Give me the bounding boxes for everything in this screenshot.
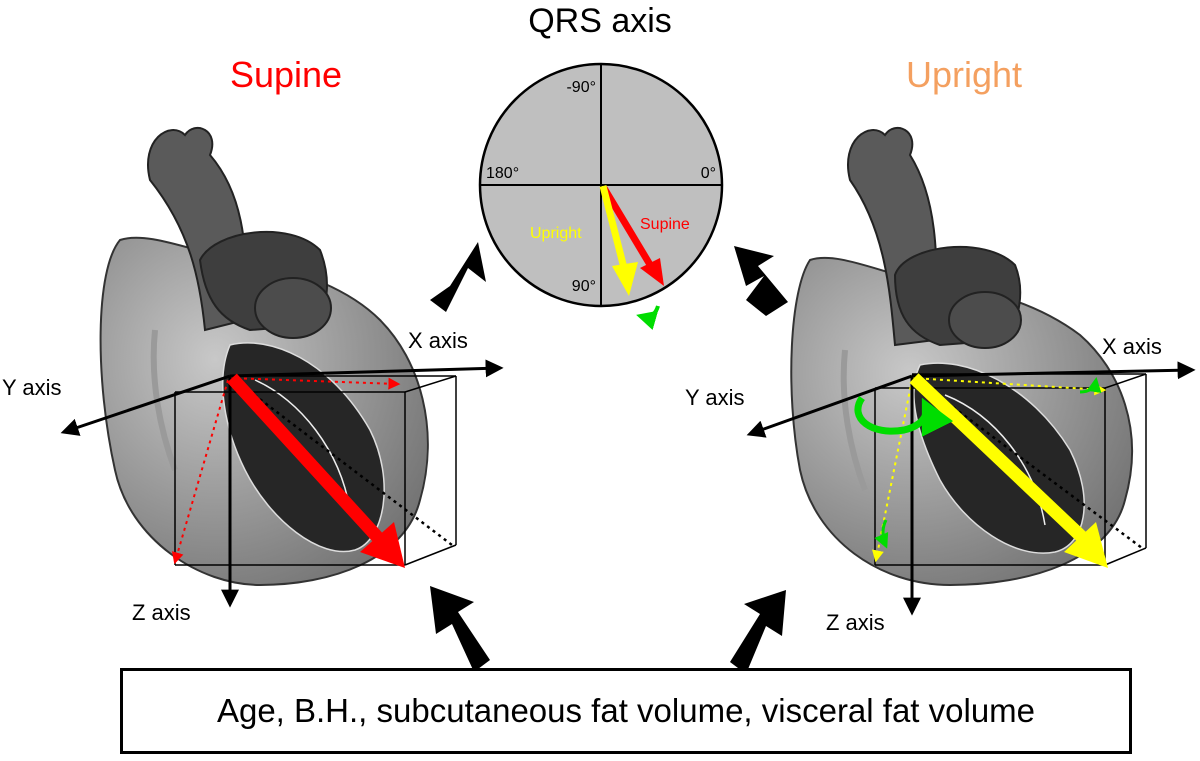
arrow-upright-to-qrs [734, 246, 788, 316]
upright-rotation-arrow-x [1079, 377, 1102, 394]
qrs-upright-label: Upright [530, 225, 582, 242]
heart-illustration-upright [790, 126, 1133, 587]
angle-label-180: 180° [486, 165, 519, 182]
upright-x-axis-line [911, 361, 1196, 380]
arrow-factors-to-upright [730, 590, 786, 674]
qrs-rotation-arrow [636, 305, 660, 331]
qrs-upright-vector [599, 185, 628, 269]
angle-label-0: 0° [701, 165, 716, 182]
upright-rotation-arrow-large [854, 395, 954, 437]
connector-arrows [430, 242, 788, 674]
supine-title: Supine [230, 54, 342, 95]
angle-label-90: 90° [572, 278, 596, 295]
qrs-supine-label: Supine [640, 216, 690, 233]
upright-rotation-arrow-z [874, 519, 889, 549]
heart-illustration-supine [99, 126, 429, 587]
supine-qrs-arrowhead [360, 522, 405, 568]
qrs-supine-vector [600, 186, 656, 270]
qrs-axis-title: QRS axis [528, 2, 672, 40]
upright-z-axis-label: Z axis [826, 610, 885, 635]
supine-z-axis-label: Z axis [132, 600, 191, 625]
supine-y-axis-line [60, 374, 231, 436]
supine-qrs-vector [227, 373, 385, 545]
arrow-factors-to-supine [430, 586, 490, 672]
upright-diagonal-dotted [913, 376, 1143, 550]
supine-x-axis-label: X axis [408, 328, 468, 353]
supine-x-component [229, 377, 401, 390]
upright-panel: Upright X axis Y axis Z axis [685, 54, 1196, 635]
upright-qrs-arrowhead [1064, 522, 1108, 568]
influencing-factors-box: Age, B.H., subcutaneous fat volume, visc… [120, 668, 1132, 754]
qrs-supine-arrowhead [640, 258, 664, 286]
influencing-factors-text: Age, B.H., subcutaneous fat volume, visc… [216, 692, 1036, 729]
upright-title: Upright [906, 54, 1022, 95]
angle-label-minus-90: -90° [566, 79, 596, 96]
supine-y-axis-label: Y axis [2, 375, 62, 400]
supine-panel: Supine [2, 54, 504, 625]
upright-y-axis-label: Y axis [685, 385, 745, 410]
qrs-upright-arrowhead [612, 262, 638, 296]
arrow-supine-to-qrs [430, 242, 486, 312]
upright-y-axis-line [746, 374, 913, 438]
upright-x-axis-label: X axis [1102, 334, 1162, 359]
upright-z-component [871, 379, 913, 563]
supine-x-axis-line [229, 359, 504, 378]
qrs-axis-panel: QRS axis -90° 180° 0° 90° Supine Upright [478, 2, 724, 331]
